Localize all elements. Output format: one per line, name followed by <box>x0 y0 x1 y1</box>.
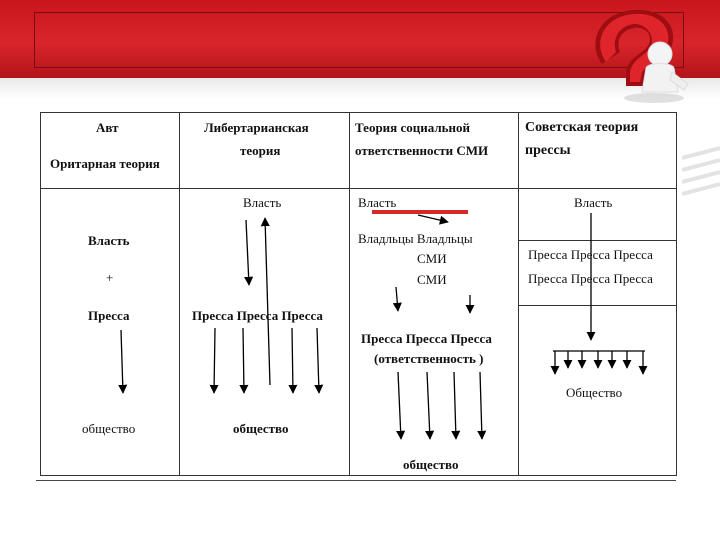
col1-press: Пресса <box>88 308 130 323</box>
decorative-stripes <box>682 146 720 196</box>
col3-smi-2: СМИ <box>417 272 447 287</box>
header-col3-line1: Теория социальной <box>355 120 470 135</box>
col3-power: Власть <box>358 195 397 210</box>
col3-power-underline <box>372 210 468 214</box>
question-mark-figure-icon <box>595 9 689 103</box>
header-col2-line1: Либертарианская <box>204 120 309 135</box>
col2-power: Власть <box>243 195 282 210</box>
body-cell-soviet <box>518 188 677 476</box>
soviet-press-box <box>519 240 676 306</box>
header-col3-line2: ответственности СМИ <box>355 143 489 158</box>
col3-press-row: Пресса Пресса Пресса <box>361 331 492 346</box>
col4-power: Власть <box>574 195 613 210</box>
header-cell-soviet <box>518 112 677 189</box>
col2-press-row: Пресса Пресса Пресса <box>192 308 323 323</box>
bottom-rule <box>36 480 676 481</box>
col2-society: общество <box>233 421 289 436</box>
header-cell-authoritarian <box>40 112 180 189</box>
col1-power: Власть <box>88 233 130 248</box>
header-shadow <box>0 78 720 100</box>
header-col4-line2: прессы <box>525 143 571 158</box>
col4-press-row-1: Пресса Пресса Пресса <box>528 247 653 262</box>
body-cell-authoritarian <box>40 188 180 476</box>
title-placeholder <box>34 12 684 68</box>
header-col1-line2: Оритарная теория <box>50 156 160 171</box>
col3-owners: Владльцы Владльцы <box>358 231 473 246</box>
header-cell-social-responsibility <box>349 112 519 189</box>
col3-smi-1: СМИ <box>417 251 447 266</box>
header-col4-line1: Советская теория <box>525 120 639 135</box>
col4-society: Общество <box>566 385 623 400</box>
col4-press-row-2: Пресса Пресса Пресса <box>528 271 653 286</box>
header-col2-line2: теория <box>240 143 281 158</box>
header-col1-line1: Авт <box>96 120 119 135</box>
col1-plus: + <box>106 270 114 285</box>
col3-society: общество <box>403 457 459 472</box>
col1-society: общество <box>82 421 136 436</box>
col3-responsibility: (ответственность ) <box>374 351 484 366</box>
